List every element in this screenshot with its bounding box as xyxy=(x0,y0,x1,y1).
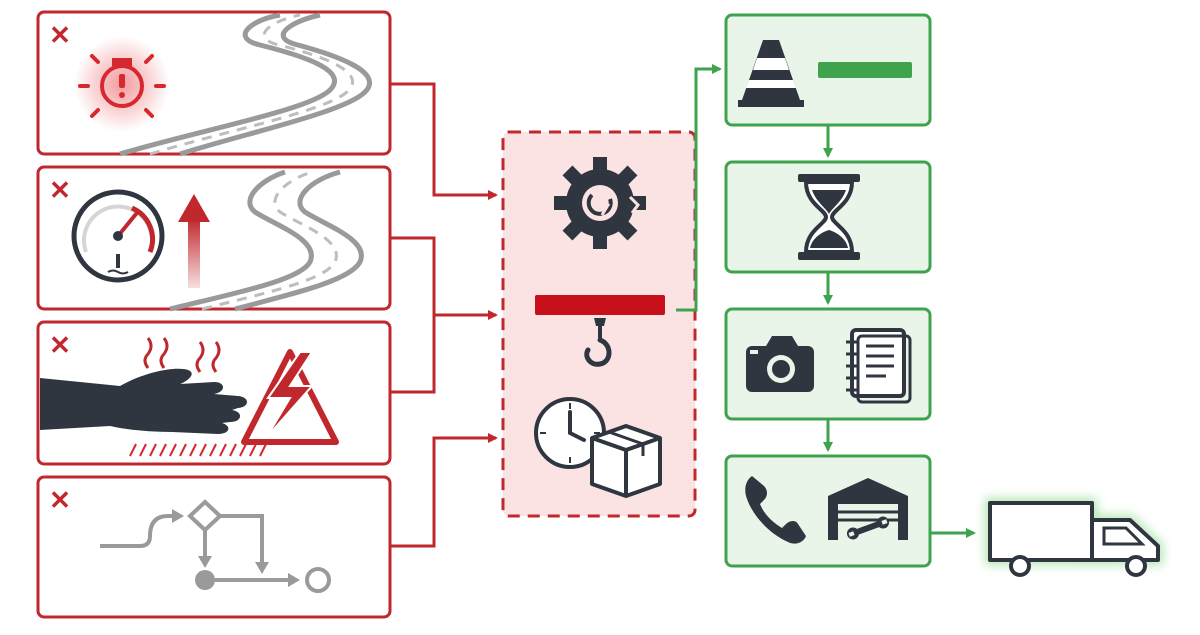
problem-x-mark: ✕ xyxy=(49,485,71,515)
problem-box-1: ✕ xyxy=(36,10,392,157)
problem-x-mark: ✕ xyxy=(49,175,71,205)
problem-x-mark: ✕ xyxy=(49,330,71,360)
process-flowchart-icon xyxy=(100,499,331,593)
hot-surface-hatch xyxy=(129,443,267,457)
winding-road-icon xyxy=(119,12,372,157)
hourglass-icon xyxy=(798,174,860,260)
step-box-2 xyxy=(724,160,932,274)
problem-box-4: ✕ xyxy=(36,475,392,619)
hub-to-steps-connector xyxy=(676,64,722,312)
clock-delivery-box-icon xyxy=(534,397,662,498)
electrical-hazard-triangle-icon xyxy=(241,349,339,445)
temperature-gauge-icon xyxy=(71,189,165,283)
temperature-rising-arrow-icon xyxy=(178,194,210,288)
notebook-icon xyxy=(846,328,912,404)
problem-x-mark: ✕ xyxy=(49,20,71,50)
hand-heat-hazard-icon xyxy=(40,368,247,434)
problem-box-2: ✕ xyxy=(36,165,392,312)
camera-icon xyxy=(746,336,814,392)
step-box-4 xyxy=(724,454,932,568)
garage-wrench-icon xyxy=(828,478,908,540)
step-connectors xyxy=(823,125,976,538)
heat-waves-icon xyxy=(143,337,221,373)
delivery-truck-icon xyxy=(985,498,1163,577)
step-box-1 xyxy=(724,13,932,127)
problem-to-hub-connectors xyxy=(390,82,498,548)
step-progress-bar xyxy=(818,62,912,78)
check-engine-warning-icon xyxy=(74,36,170,132)
problem-box-3: ✕ xyxy=(36,320,392,466)
traffic-cone-icon xyxy=(738,40,804,107)
step-box-3 xyxy=(724,307,932,421)
winding-road-icon xyxy=(169,169,364,312)
phone-icon xyxy=(745,476,806,544)
breakdown-hub xyxy=(501,130,697,518)
broken-gear-icon xyxy=(554,157,646,249)
tow-hook-icon xyxy=(535,295,665,367)
